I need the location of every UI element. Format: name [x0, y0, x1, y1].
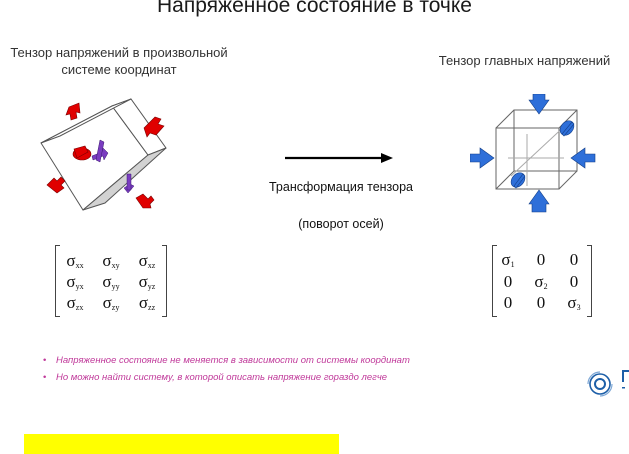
general-tensor-caption: Тензор напряжений в произвольной системе…: [10, 45, 228, 77]
principal-cell-13: 0: [569, 250, 579, 269]
general-stress-tensor-matrix: σxx σxy σxz σyx σyy σyz σzx σzy σzz: [55, 245, 167, 317]
blue-arrow-front-shaft: [513, 173, 526, 189]
red-arrow-bottom: [135, 193, 155, 209]
highlight-bar: [24, 434, 339, 454]
red-arrow-right: [143, 116, 165, 138]
blue-arrow-back-shaft: [561, 121, 575, 137]
blue-arrow-right: [570, 147, 596, 169]
principal-cell-12: 0: [536, 250, 546, 269]
tensor-cell-yx: σyx: [66, 272, 84, 291]
principal-stress-tensor-matrix: σ1 0 0 0 σ2 0 0 0 σ3: [492, 245, 592, 317]
tensor-cell-zy: σzy: [102, 293, 120, 312]
purple-shear-arrow-4: [126, 173, 132, 191]
bullet-list: •Напряженное состояние не меняется в зав…: [43, 355, 410, 389]
tensor-cell-xx: σxx: [66, 251, 84, 270]
principal-cell-22: σ2: [534, 272, 548, 291]
principal-stress-cube-diagram: [470, 94, 596, 213]
red-arrow-left: [46, 176, 66, 194]
principal-cell-21: 0: [503, 272, 513, 291]
bullet-item: •Напряженное состояние не меняется в зав…: [43, 355, 410, 366]
principal-stress-arrows: [470, 94, 596, 213]
purple-shear-arrow-2: [95, 139, 105, 163]
blue-arrow-bottom: [528, 189, 550, 213]
principal-tensor-caption: Тензор главных напряжений: [438, 53, 611, 68]
axis-rotation-label: (поворот осей): [298, 217, 384, 231]
slide-title: Напряженное состояние в точке: [157, 0, 472, 17]
bullet-item: •Но можно найти систему, в которой описа…: [43, 372, 388, 383]
tensor-cell-xz: σxz: [138, 251, 156, 270]
blue-arrow-top: [528, 94, 550, 115]
blue-arrow-front: [510, 172, 526, 188]
red-arrow-top: [65, 102, 81, 121]
tensor-cell-zx: σzx: [66, 293, 84, 312]
tensor-cell-yy: σyy: [102, 272, 120, 291]
cube-top-face: [40, 98, 132, 144]
red-arrow-face-shaft: [73, 145, 89, 159]
university-logo-icon: [587, 370, 629, 397]
transformation-arrow: [285, 153, 393, 163]
cube-bottom-face: [82, 147, 167, 211]
tensor-cell-xy: σxy: [102, 251, 120, 270]
tensor-cell-zz: σzz: [138, 293, 156, 312]
shear-stress-arrows: [91, 139, 135, 194]
cube-wireframe: [495, 109, 578, 190]
principal-cell-33: σ3: [567, 293, 581, 312]
principal-cell-11: σ1: [501, 250, 515, 269]
principal-cell-32: 0: [536, 293, 546, 312]
principal-cell-31: 0: [503, 293, 513, 312]
blue-arrow-left: [470, 147, 495, 169]
principal-cell-23: 0: [569, 272, 579, 291]
tensor-cell-yz: σyz: [138, 272, 156, 291]
rotated-stress-cube-diagram: [40, 98, 167, 211]
normal-stress-arrows: [46, 102, 165, 209]
transformation-label: Трансформация тензора: [269, 180, 413, 194]
